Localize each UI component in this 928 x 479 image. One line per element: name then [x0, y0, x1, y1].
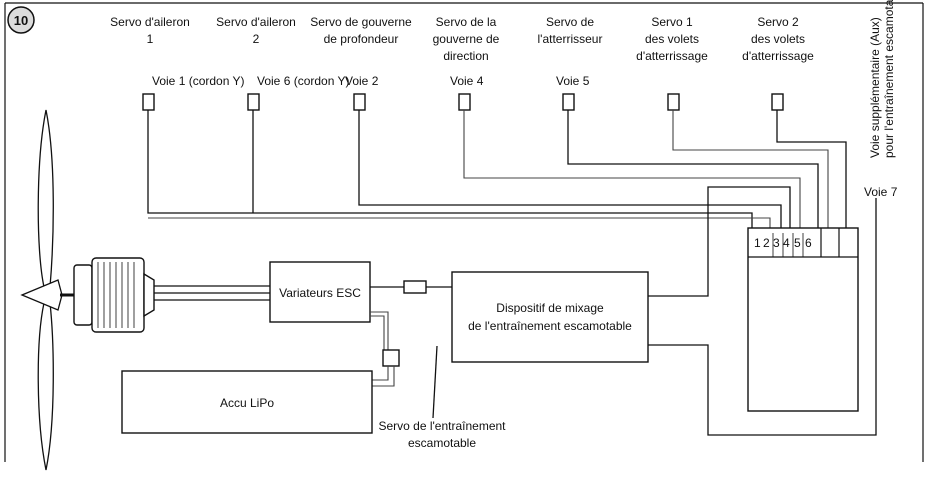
servo-connector-flap-1: [667, 93, 680, 111]
servo-label-gear-l2: l'atterrisseur: [538, 32, 603, 46]
wire-esc-batt-a: [370, 311, 389, 350]
propeller-icon: [20, 109, 63, 471]
receiver-port-3: 3: [773, 236, 780, 250]
servo-label-rudder-l2: gouverne de: [433, 32, 500, 46]
figure-number-badge: [7, 6, 35, 34]
receiver-port-lines: [772, 233, 804, 257]
wire-flap-1: [672, 110, 829, 228]
servo-label-elevator-l1: Servo de gouverne: [310, 15, 412, 29]
servo-wires: [147, 110, 847, 228]
aux-label-l2: pour l'entraînement escamotable: [882, 0, 896, 158]
servo-label-flap-2-l1: Servo 2: [757, 15, 799, 29]
servo-label-flap-2-l3: d'atterrissage: [742, 49, 814, 63]
wire-voie6: [148, 217, 771, 228]
wire-mixer-to-receiver: [648, 186, 791, 297]
servo-connector-aileron-2: [247, 93, 260, 111]
motor-icon: [60, 257, 155, 333]
servo-connector-elevator: [353, 93, 366, 111]
receiver-port-5: 5: [794, 236, 801, 250]
figure-number: 10: [14, 13, 28, 28]
wire-aileron-1: [147, 110, 753, 228]
wire-rudder: [463, 110, 801, 228]
battery-label: Accu LiPo: [220, 396, 274, 410]
wire-gear: [567, 110, 819, 228]
servo-label-aileron-1-l1: Servo d'aileron: [110, 15, 190, 29]
servo-connector-gear: [562, 93, 575, 111]
wire-flap-2: [776, 110, 847, 228]
channel-label-voie1: Voie 1 (cordon Y): [152, 74, 245, 88]
servo-label-elevator-l2: de profondeur: [324, 32, 399, 46]
esc-box: [269, 261, 371, 323]
servo-label-flap-2-l2: des volets: [751, 32, 805, 46]
retract-servo-pointer: [432, 345, 438, 419]
receiver-port-1: 1: [754, 236, 761, 250]
servo-label-flap-1-l2: des volets: [645, 32, 699, 46]
wire-aux-to-mixer: [648, 228, 877, 436]
receiver-port-2: 2: [763, 236, 770, 250]
mixer-label-l1: Dispositif de mixage: [496, 301, 604, 315]
servo-label-rudder-l3: direction: [443, 49, 488, 63]
channel-label-voie6: Voie 6 (cordon Y): [257, 74, 350, 88]
channel-label-voie2: Voie 2: [345, 74, 379, 88]
wire-batt-b: [372, 366, 395, 387]
receiver-port-4: 4: [783, 236, 790, 250]
mixer-label-l2: de l'entraînement escamotable: [468, 319, 632, 333]
servo-label-flap-1-l3: d'atterrissage: [636, 49, 708, 63]
servo-connector-aileron-1: [142, 93, 155, 111]
aux-label-l1: Voie supplémentaire (Aux): [868, 17, 882, 158]
servo-label-flap-1-l1: Servo 1: [651, 15, 693, 29]
servo-label-gear-l1: Servo de: [546, 15, 594, 29]
esc-mixer-connector: [403, 280, 427, 294]
servo-connectors: [142, 93, 784, 111]
channel-label-voie4: Voie 4: [450, 74, 484, 88]
esc-label: Variateurs ESC: [279, 286, 361, 300]
wire-elevator: [358, 110, 782, 228]
aux-channel-label: Voie 7: [864, 185, 898, 199]
servo-label-aileron-2-l1: Servo d'aileron: [216, 15, 296, 29]
battery-connector: [382, 349, 400, 367]
retract-servo-label-l1: Servo de l'entraînement: [378, 419, 506, 433]
servo-label-aileron-2-l2: 2: [253, 32, 260, 46]
wire-esc-batt-b: [370, 315, 385, 350]
battery-box: [121, 370, 373, 434]
servo-label-rudder-l1: Servo de la: [436, 15, 497, 29]
servo-connector-flap-2: [771, 93, 784, 111]
diagram-frame: [5, 2, 924, 462]
mixer-box: [451, 271, 649, 363]
wire-batt-a: [372, 366, 389, 381]
receiver: 1 2 3 4 5 6: [747, 227, 859, 412]
channel-label-voie5: Voie 5: [556, 74, 590, 88]
receiver-body: [747, 227, 859, 412]
receiver-port-6: 6: [805, 236, 812, 250]
servo-connector-rudder: [458, 93, 471, 111]
servo-label-aileron-1-l2: 1: [147, 32, 154, 46]
retract-servo-label-l2: escamotable: [408, 436, 476, 450]
